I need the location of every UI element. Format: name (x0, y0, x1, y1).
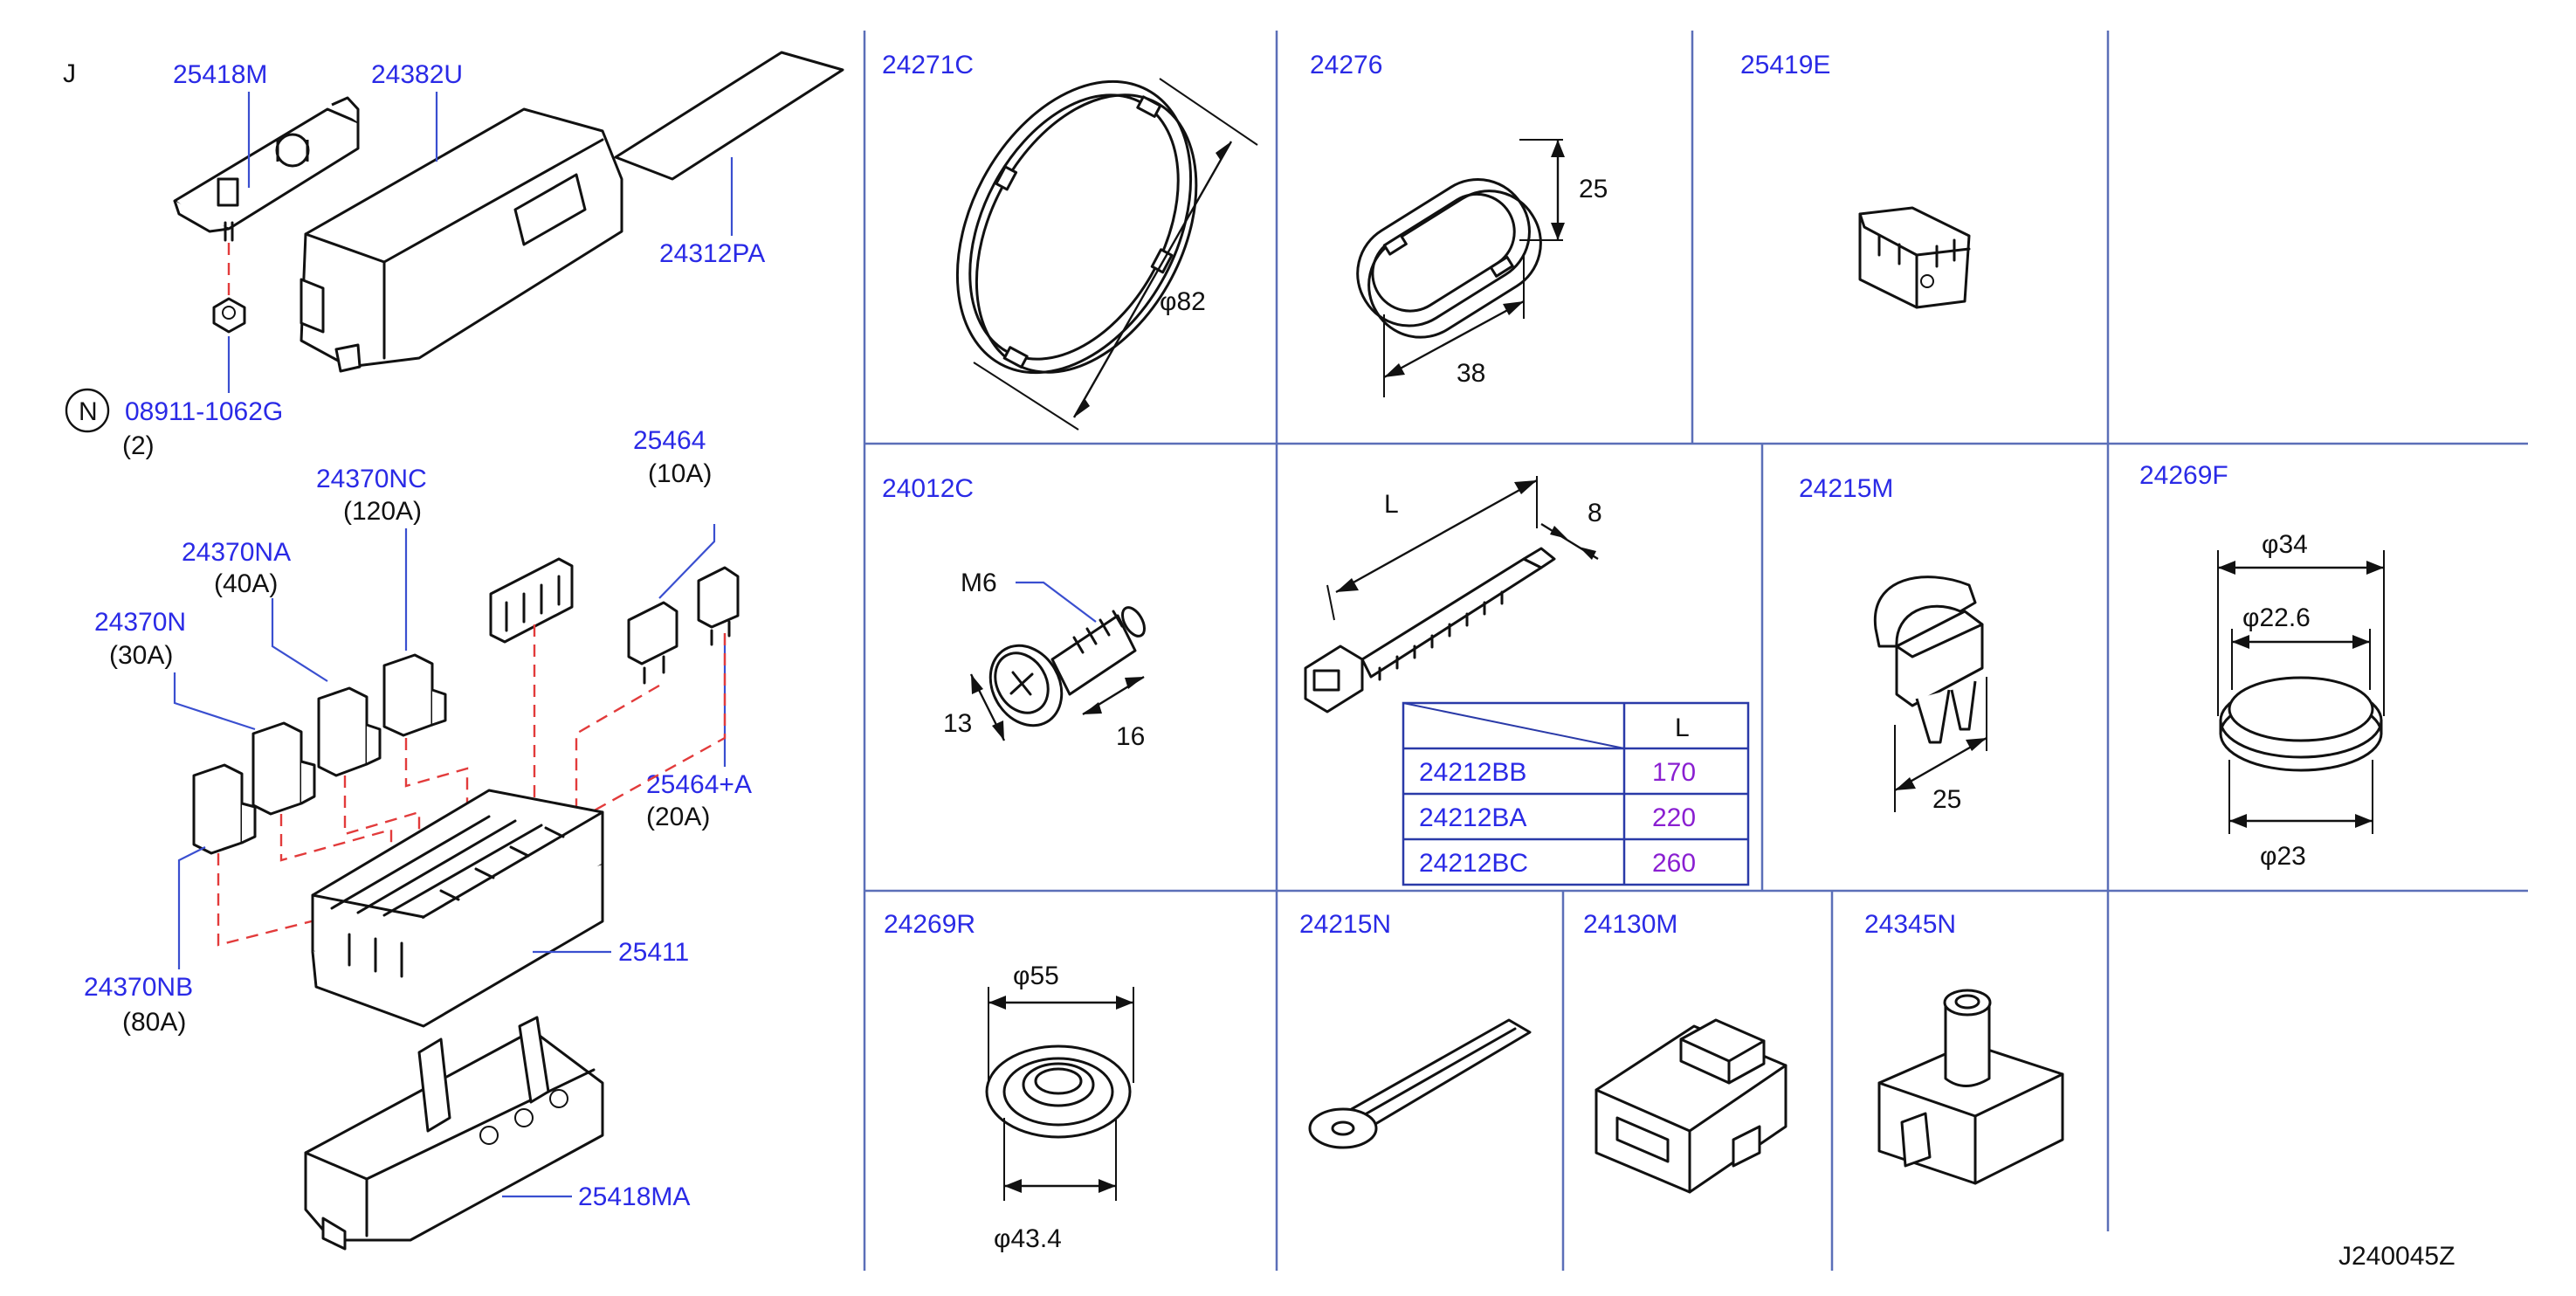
part-08911-qty: (2) (122, 431, 155, 460)
part-25464A-amps: (20A) (646, 803, 710, 831)
part-24215N-label: 24215N (1299, 910, 1391, 939)
part-24370NB-amps: (80A) (122, 1008, 186, 1037)
tie-length-table: L 24212BB 170 24212BA 220 24212BC 260 (1402, 701, 1750, 886)
dim-24269F-outer: φ34 (2262, 530, 2308, 559)
part-08911-label: 08911-1062G (125, 397, 283, 426)
clip-24215M-drawing (1873, 576, 1984, 744)
part-24269R-label: 24269R (884, 910, 975, 939)
tie-row-3-length: 260 (1652, 849, 1696, 878)
tie-row-2-length: 220 (1652, 803, 1696, 832)
dim-24271C: φ82 (1160, 287, 1206, 316)
nut-symbol: N (79, 397, 98, 426)
grommet-24271C-drawing (955, 79, 1198, 375)
label-24312PA-drawing (614, 51, 844, 181)
nut-08911-drawing (212, 297, 246, 334)
part-24370N-label: 24370N (94, 608, 186, 637)
dim-24276-height: 25 (1579, 175, 1608, 203)
dim-24269R-hole: φ43.4 (994, 1224, 1062, 1253)
cable-tie-drawing (1304, 547, 1556, 713)
part-24345N-label: 24345N (1864, 910, 1956, 939)
dim-24012C-thread: M6 (961, 569, 997, 597)
bracket-25418M-drawing (173, 96, 360, 242)
grommet-24276-drawing (1356, 178, 1542, 339)
part-24370NC-label: 24370NC (316, 465, 427, 493)
dim-24269F-hole: φ23 (2260, 842, 2306, 871)
cover-24382U-drawing (300, 107, 623, 373)
part-24276-label: 24276 (1310, 51, 1382, 79)
part-24370NA-label: 24370NA (182, 538, 291, 567)
part-24370N-amps: (30A) (109, 641, 173, 670)
fuse-block-25411-drawing (311, 789, 604, 1028)
tie-row-1-length: 170 (1652, 758, 1696, 787)
part-25419E-label: 25419E (1740, 51, 1830, 79)
dim-24215M: 25 (1932, 785, 1961, 814)
part-24012C-label: 24012C (882, 474, 974, 503)
dim-24269F-inner: φ22.6 (2242, 603, 2311, 632)
holder-24345N-drawing (1877, 989, 2064, 1185)
clip-25419E-drawing (1858, 206, 1971, 309)
part-24271C-label: 24271C (882, 51, 974, 79)
tie-row-3-part: 24212BC (1419, 849, 1528, 878)
part-25418M-label: 25418M (173, 60, 267, 89)
part-24269F-label: 24269F (2139, 461, 2228, 490)
part-24130M-label: 24130M (1583, 910, 1677, 939)
bolt-24012C-drawing (988, 606, 1146, 727)
nut-symbol-badge (65, 388, 110, 433)
part-25464-label: 25464 (633, 426, 706, 455)
strap-24215N-drawing (1308, 1018, 1532, 1149)
lower-cover-25418MA-drawing (304, 1016, 604, 1251)
part-24370NB-label: 24370NB (84, 973, 193, 1002)
grommet-24269R-drawing (985, 1044, 1132, 1139)
part-25464-amps: (10A) (648, 459, 712, 488)
connector-24130M-drawing (1595, 1018, 1787, 1194)
tie-row-1-part: 24212BB (1419, 758, 1526, 787)
dim-tie-width: 8 (1588, 499, 1602, 527)
tie-row-2-part: 24212BA (1419, 803, 1526, 832)
section-letter: J (63, 59, 76, 88)
part-25411-label: 25411 (618, 938, 689, 967)
catalog-grid (863, 31, 2528, 1271)
dim-24269R-outer: φ55 (1013, 962, 1059, 990)
dim-tie-length: L (1384, 490, 1399, 519)
tie-table-header: L (1675, 713, 1690, 742)
fuse-drawings (192, 557, 740, 855)
part-25464A-label: 25464+A (646, 770, 752, 799)
part-24215M-label: 24215M (1799, 474, 1893, 503)
dim-24276-width: 38 (1457, 359, 1485, 388)
dim-24012C-head: 13 (943, 709, 972, 738)
diagram-code: J240045Z (2338, 1242, 2455, 1271)
part-24370NA-amps: (40A) (214, 569, 278, 598)
grommet-24269F-drawing (2219, 676, 2383, 772)
part-24370NC-amps: (120A) (343, 497, 422, 526)
dim-24012C-length: 16 (1116, 722, 1145, 751)
part-25418MA-label: 25418MA (578, 1182, 690, 1211)
part-24382U-label: 24382U (371, 60, 463, 89)
part-24312PA-label: 24312PA (659, 239, 765, 268)
